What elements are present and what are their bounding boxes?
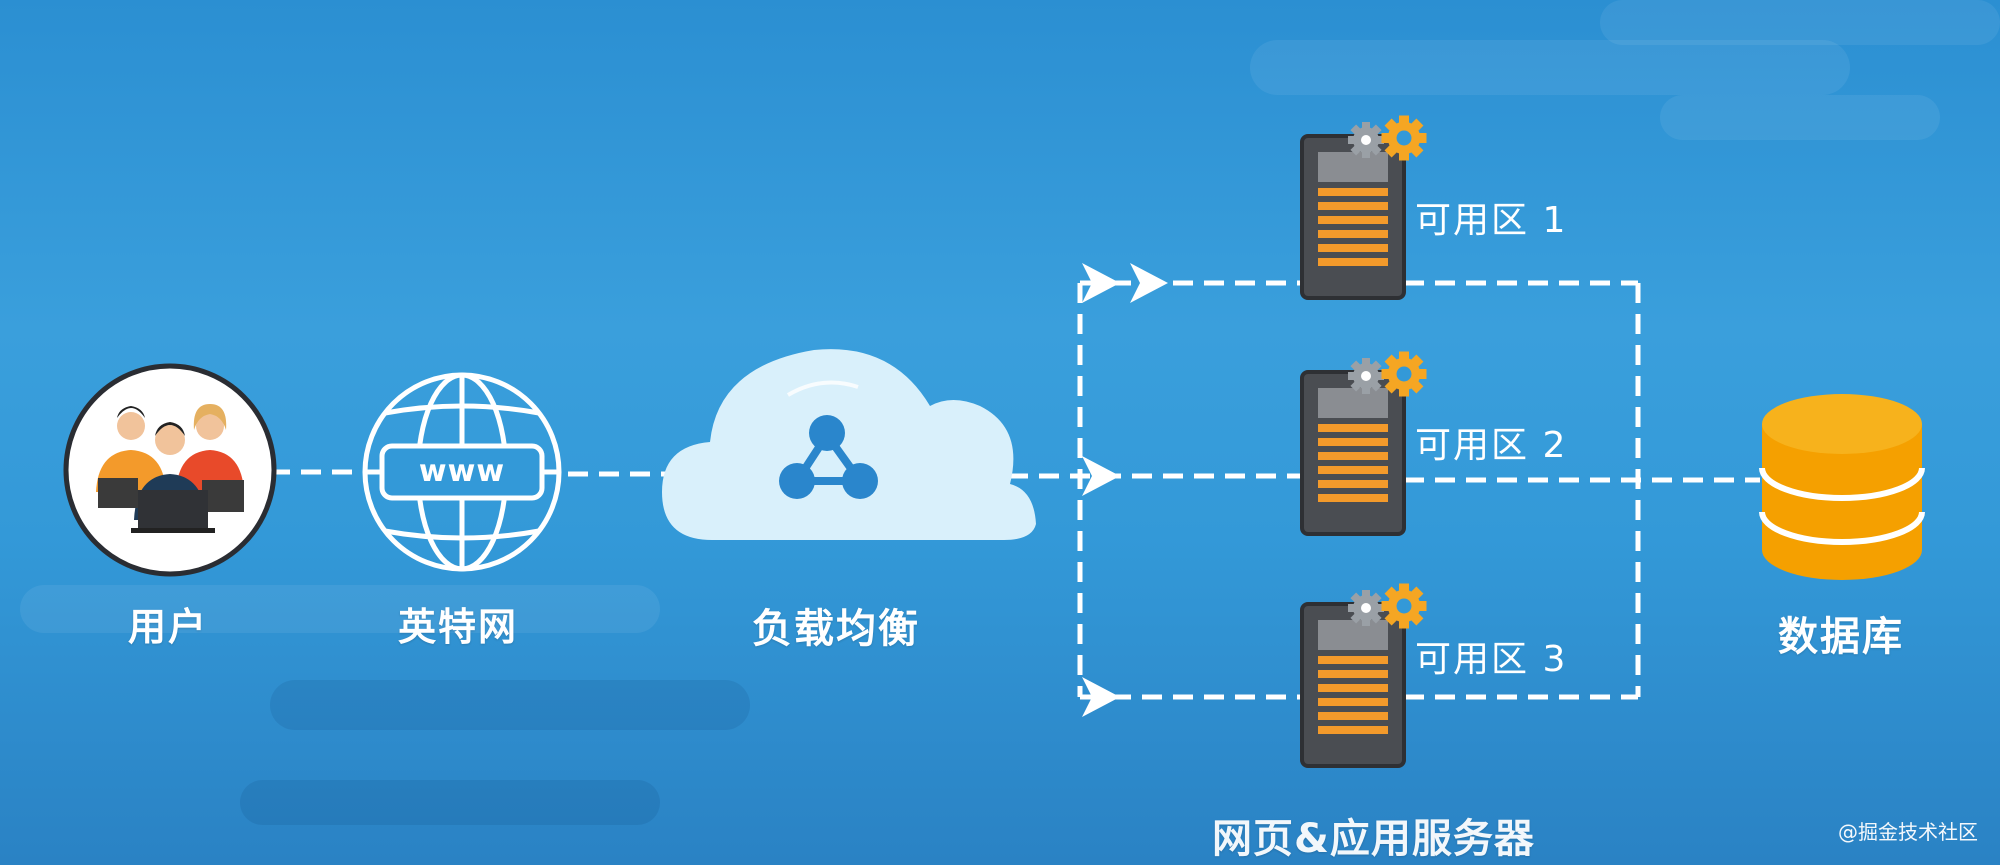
www-badge — [379, 443, 545, 501]
gear-icon — [1381, 583, 1427, 629]
load-balancer-icon — [779, 415, 878, 499]
zone-label-2: 可用区 2 — [1415, 425, 1568, 466]
background-haze — [270, 680, 750, 730]
users-label: 用户 — [128, 605, 209, 649]
server-group-label: 网页&应用服务器 — [1212, 816, 1535, 862]
cloud-icon — [662, 349, 1036, 540]
internet-label: 英特网 — [398, 605, 519, 649]
background-haze — [240, 780, 660, 825]
server-icon-1 — [1300, 115, 1427, 300]
www-label: www — [418, 454, 506, 489]
background-haze — [1600, 0, 2000, 45]
load-balancer-label: 负载均衡 — [752, 606, 920, 652]
server-icon-2 — [1300, 351, 1427, 536]
background-haze — [1660, 95, 1940, 140]
arrow-icon — [1082, 456, 1120, 496]
zone-label-3: 可用区 3 — [1415, 639, 1568, 680]
arrow-icon — [1082, 677, 1120, 717]
database-icon — [1759, 394, 1925, 580]
gear-icon — [1348, 590, 1384, 626]
gear-icon — [1348, 122, 1384, 158]
arrow-heads — [1082, 263, 1168, 717]
database-label: 数据库 — [1778, 614, 1904, 660]
users-icon — [63, 363, 277, 577]
background-haze — [1250, 40, 1850, 95]
gear-icon — [1381, 115, 1427, 161]
arrow-icon — [1130, 263, 1168, 303]
background-haze — [20, 585, 660, 633]
arrow-icon — [1082, 263, 1120, 303]
gear-icon — [1348, 358, 1384, 394]
watermark: @掘金技术社区 — [1838, 820, 1978, 844]
gear-icon — [1381, 351, 1427, 397]
zone-label-1: 可用区 1 — [1415, 200, 1568, 241]
server-icon-3 — [1300, 583, 1427, 768]
